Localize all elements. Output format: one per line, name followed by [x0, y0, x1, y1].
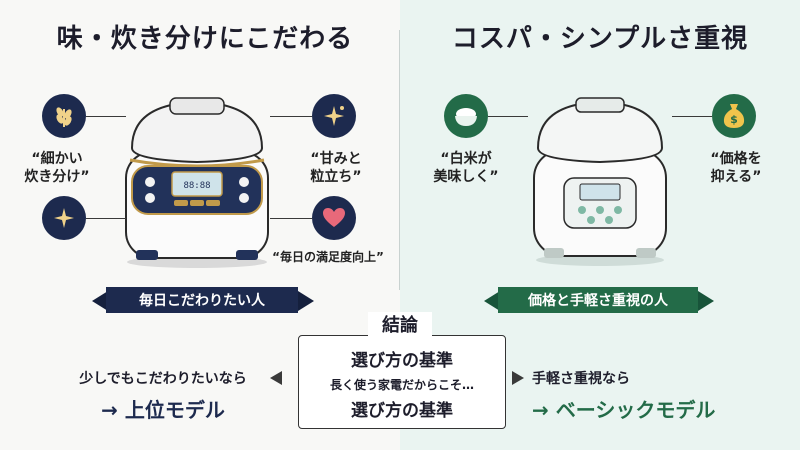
leader-line [488, 116, 528, 117]
callout-fine-cooking: “細かい 炊き分け” [24, 151, 90, 185]
callout-tasty-rice: “白米が 美味しく” [433, 151, 499, 185]
banner-ribbon-end [298, 291, 314, 311]
left-banner: 毎日こだわりたい人 [106, 287, 298, 313]
leader-line [86, 218, 126, 219]
bottom-right-recommendation: → ベーシックモデル [532, 398, 716, 422]
svg-text:$: $ [730, 113, 738, 126]
conclusion-line-1: 選び方の基準 [351, 351, 453, 371]
rice-bowl-icon [444, 94, 488, 138]
leader-line [86, 116, 126, 117]
wheat-icon [42, 94, 86, 138]
cooker-display-text: 88:88 [183, 181, 210, 191]
conclusion-box: 選び方の基準 長く使う家電だからこそ… 選び方の基準 [298, 335, 506, 429]
callout-sweetness: “甘みと 粒立ち” [310, 151, 362, 185]
bottom-right-text: 手軽さ重視なら [532, 371, 630, 387]
banner-ribbon-end [484, 291, 500, 311]
leader-line [672, 116, 712, 117]
bottom-left-text: 少しでもこだわりたいなら [79, 371, 247, 387]
basic-rice-cooker [533, 97, 667, 266]
conclusion-line-3: 選び方の基準 [351, 401, 453, 421]
conclusion-heading: 結論 [368, 312, 432, 340]
arrow-left [270, 371, 282, 385]
right-banner: 価格と手軽さ重視の人 [498, 287, 698, 313]
arrow-right [512, 371, 524, 385]
banner-ribbon-end [92, 291, 108, 311]
money-bag-icon: $ [712, 94, 756, 138]
leader-line [270, 218, 312, 219]
center-divider [399, 30, 400, 290]
premium-rice-cooker: 88:88 [125, 97, 269, 268]
leader-line [270, 116, 312, 117]
bottom-left-recommendation: → 上位モデル [101, 398, 225, 422]
callout-satisfaction: “毎日の満足度向上” [272, 250, 384, 264]
sparkle-icon [42, 196, 86, 240]
heart-icon [312, 196, 356, 240]
banner-ribbon-end [698, 291, 714, 311]
right-title: コスパ・シンプルさ重視 [451, 24, 749, 54]
callout-low-price: “価格を 抑える” [710, 151, 762, 185]
sparkle-icon-2 [312, 94, 356, 138]
left-title: 味・炊き分けにこだわる [56, 24, 354, 54]
conclusion-line-2: 長く使う家電だからこそ… [329, 378, 474, 392]
